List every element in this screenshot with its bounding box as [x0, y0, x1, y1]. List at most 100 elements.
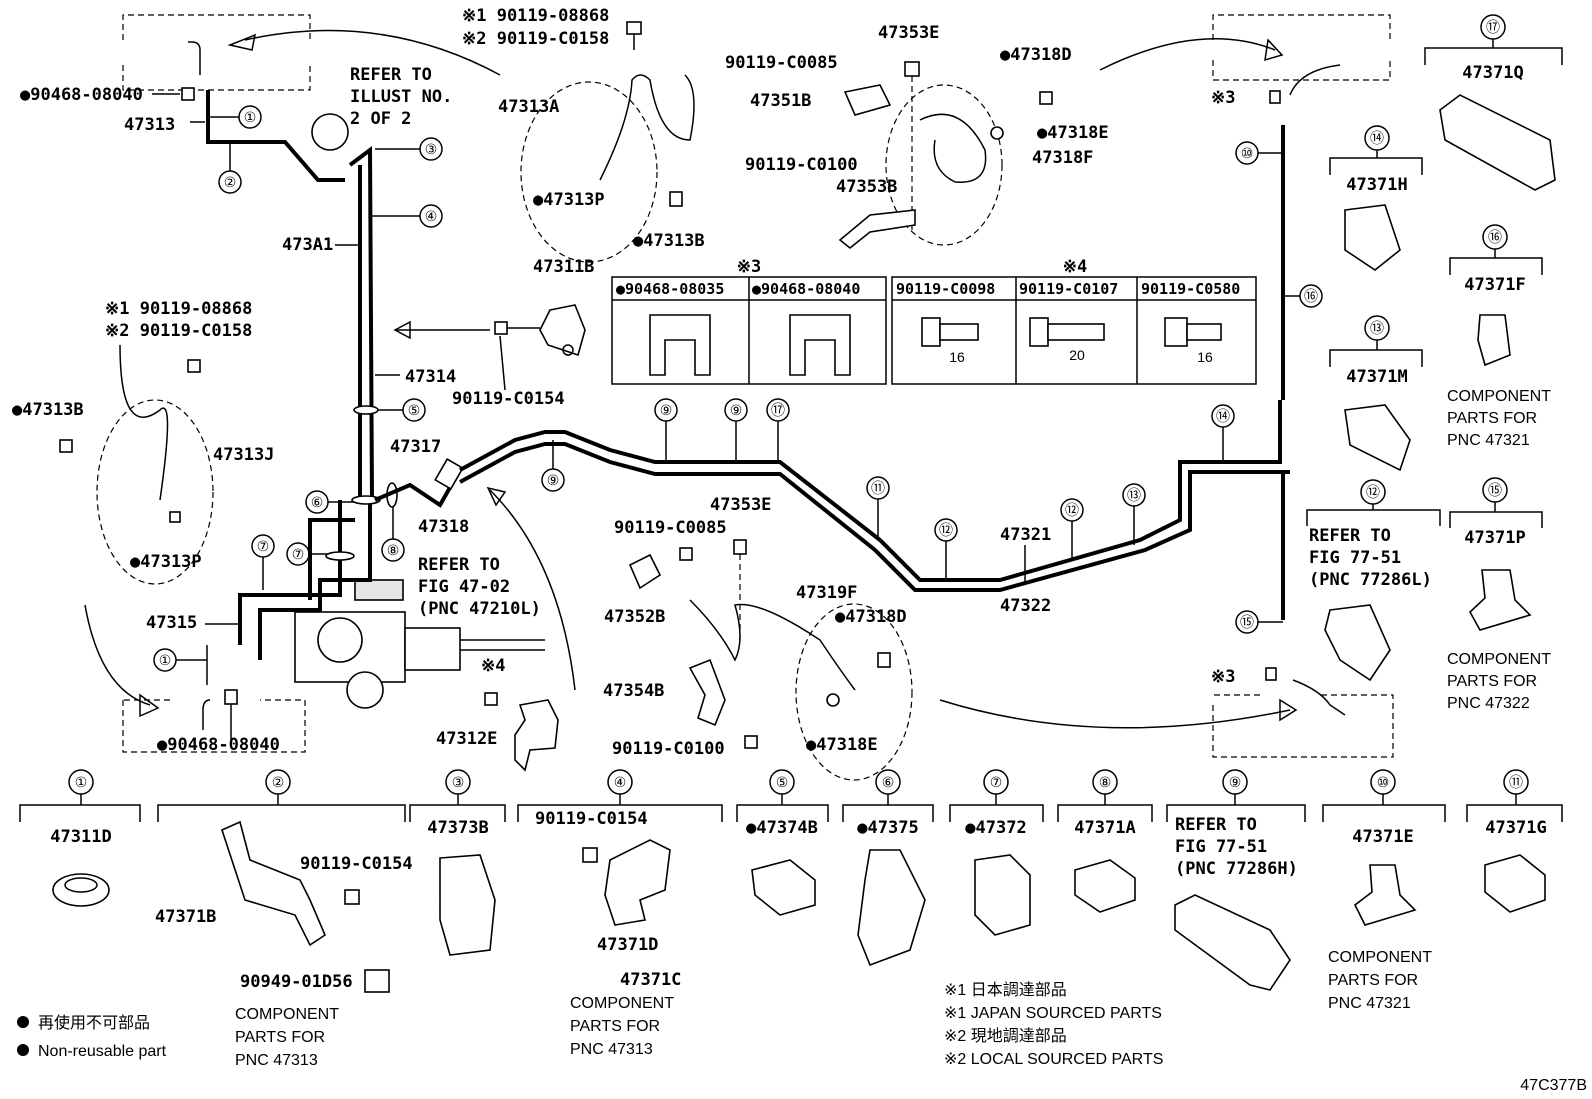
svg-text:●47374B: ●47374B — [746, 818, 818, 838]
hose-47313J — [59, 344, 201, 523]
svg-text:PARTS FOR: PARTS FOR — [235, 1029, 325, 1046]
table-3-col2: ●90468-08040 — [752, 280, 860, 298]
label-47352B: 47352B — [604, 607, 665, 627]
right-item-17: ⑰ 47371Q — [1424, 14, 1563, 191]
svg-text:②: ② — [272, 774, 285, 790]
callout-4: ④ — [372, 204, 443, 228]
bracket-47354B — [688, 658, 758, 749]
right-item-16: ⑯ 47371F COMPONENT PARTS FOR PNC 47321 — [1447, 224, 1551, 449]
svg-text:⑨: ⑨ — [547, 472, 560, 488]
dim-1: 16 — [949, 349, 965, 365]
label-47314: 47314 — [405, 367, 456, 387]
svg-text:⑯: ⑯ — [1488, 229, 1502, 245]
label-47318E-top: ●47318E — [1037, 123, 1109, 143]
svg-text:①: ① — [159, 652, 172, 668]
note-c0158-top: ※2 90119-C0158 — [462, 29, 609, 49]
svg-text:⑮: ⑮ — [1240, 614, 1254, 630]
svg-text:⑨: ⑨ — [1229, 774, 1242, 790]
svg-text:REFER TO: REFER TO — [1309, 526, 1391, 546]
svg-text:FIG 77-51: FIG 77-51 — [1175, 837, 1267, 857]
svg-text:⑩: ⑩ — [1241, 145, 1254, 161]
svg-text:②: ② — [224, 174, 237, 190]
label-47313B-top: ●47313B — [633, 231, 705, 251]
refer-fig47-1: REFER TO — [418, 555, 500, 575]
table-3-col1: ●90468-08035 — [616, 280, 724, 298]
svg-text:Non-reusable part: Non-reusable part — [38, 1043, 167, 1060]
label-47313P-left: ●47313P — [130, 552, 202, 572]
label-47319F: 47319F — [796, 583, 857, 603]
svg-text:⑦: ⑦ — [990, 774, 1003, 790]
note-08868-left: ※1 90119-08868 — [105, 299, 252, 319]
dash-47318-mid — [795, 603, 913, 781]
table-4-col2: 90119-C0107 — [1019, 280, 1118, 298]
callout-9a: ⑨ — [654, 398, 678, 462]
joint-47317 — [374, 458, 464, 508]
pipe-473A1 — [206, 90, 374, 501]
svg-text:PNC 47322: PNC 47322 — [1447, 695, 1530, 712]
label-47318D-top: ●47318D — [1000, 45, 1072, 65]
right-item-14: ⑭ 47371H — [1329, 125, 1423, 271]
master-cylinder — [294, 579, 545, 709]
legend-notes: ※1 日本調達部品 ※1 JAPAN SOURCED PARTS ※2 現地調達… — [944, 981, 1163, 1068]
label-47318F: 47318F — [1032, 148, 1093, 168]
label-90119-C0100-mid: 90119-C0100 — [612, 739, 725, 759]
svg-text:⑧: ⑧ — [387, 542, 400, 558]
svg-text:※1 JAPAN SOURCED PARTS: ※1 JAPAN SOURCED PARTS — [944, 1005, 1162, 1022]
label-47317: 47317 — [390, 437, 441, 457]
detail-box-top-left — [122, 14, 501, 91]
callout-1-bot: ① — [153, 648, 207, 672]
svg-text:47371B: 47371B — [155, 907, 216, 927]
svg-text:COMPONENT: COMPONENT — [1328, 949, 1432, 966]
svg-text:90119-C0154: 90119-C0154 — [300, 854, 413, 874]
svg-text:FIG 77-51: FIG 77-51 — [1309, 548, 1401, 568]
label-47311B: 47311B — [533, 257, 594, 277]
label-90119-C0085-top: 90119-C0085 — [725, 53, 838, 73]
note-3-bot: ※3 — [1211, 667, 1235, 687]
svg-text:COMPONENT: COMPONENT — [1447, 651, 1551, 668]
hose-47318F — [919, 113, 987, 183]
refer-illust-2: ILLUST NO. — [350, 87, 452, 107]
label-47353E-top: 47353E — [878, 23, 939, 43]
svg-text:⑭: ⑭ — [1370, 130, 1384, 146]
svg-text:⑨: ⑨ — [660, 402, 673, 418]
callout-7b: ⑦ — [286, 542, 335, 566]
hose-47313A — [599, 74, 695, 181]
label-47354B: 47354B — [603, 681, 664, 701]
right-item-15: ⑮ 47371P COMPONENT PARTS FOR PNC 47322 — [1447, 477, 1551, 712]
svg-text:47371F: 47371F — [1464, 275, 1525, 295]
svg-text:⑪: ⑪ — [871, 480, 885, 496]
clip-90468-top — [181, 87, 195, 101]
svg-text:47371G: 47371G — [1485, 818, 1546, 838]
pipe-47321-47322 — [459, 125, 1290, 620]
svg-text:REFER TO: REFER TO — [1175, 815, 1257, 835]
svg-text:⑪: ⑪ — [1509, 774, 1523, 790]
svg-text:PNC 47313: PNC 47313 — [235, 1052, 318, 1069]
callout-15: ⑮ — [1235, 610, 1283, 634]
label-47321: 47321 — [1000, 525, 1051, 545]
arrow-to-47312E — [489, 489, 576, 691]
clamp-47312E — [484, 692, 559, 772]
svg-text:⑰: ⑰ — [1486, 19, 1500, 35]
refer-fig47-2: FIG 47-02 — [418, 577, 510, 597]
svg-text:⑤: ⑤ — [408, 402, 421, 418]
svg-text:①: ① — [244, 109, 257, 125]
svg-text:47371P: 47371P — [1464, 528, 1525, 548]
callout-5: ⑤ — [375, 398, 426, 422]
svg-text:47311D: 47311D — [50, 827, 111, 847]
svg-text:③: ③ — [452, 774, 465, 790]
label-47318E-mid: ●47318E — [806, 735, 878, 755]
bottom-item-2: ② 47371B 90119-C0154 90949-01D56 COMPONE… — [155, 769, 413, 1069]
svg-text:90949-01D56: 90949-01D56 — [240, 972, 353, 992]
callout-7: ⑦ — [251, 534, 275, 590]
svg-text:④: ④ — [614, 774, 627, 790]
bottom-item-3: ③ 47373B — [409, 769, 506, 956]
svg-text:⑫: ⑫ — [939, 522, 953, 538]
callout-11: ⑪ — [866, 476, 890, 540]
label-473A1: 473A1 — [282, 235, 333, 255]
svg-text:⑨: ⑨ — [730, 402, 743, 418]
svg-text:COMPONENT: COMPONENT — [235, 1006, 339, 1023]
table-4: ※4 90119-C0098 90119-C0107 90119-C0580 1… — [891, 257, 1257, 385]
svg-text:PNC 47321: PNC 47321 — [1447, 432, 1530, 449]
svg-text:※2 LOCAL SOURCED PARTS: ※2 LOCAL SOURCED PARTS — [944, 1051, 1163, 1068]
label-90119-C0100-top: 90119-C0100 — [745, 155, 858, 175]
